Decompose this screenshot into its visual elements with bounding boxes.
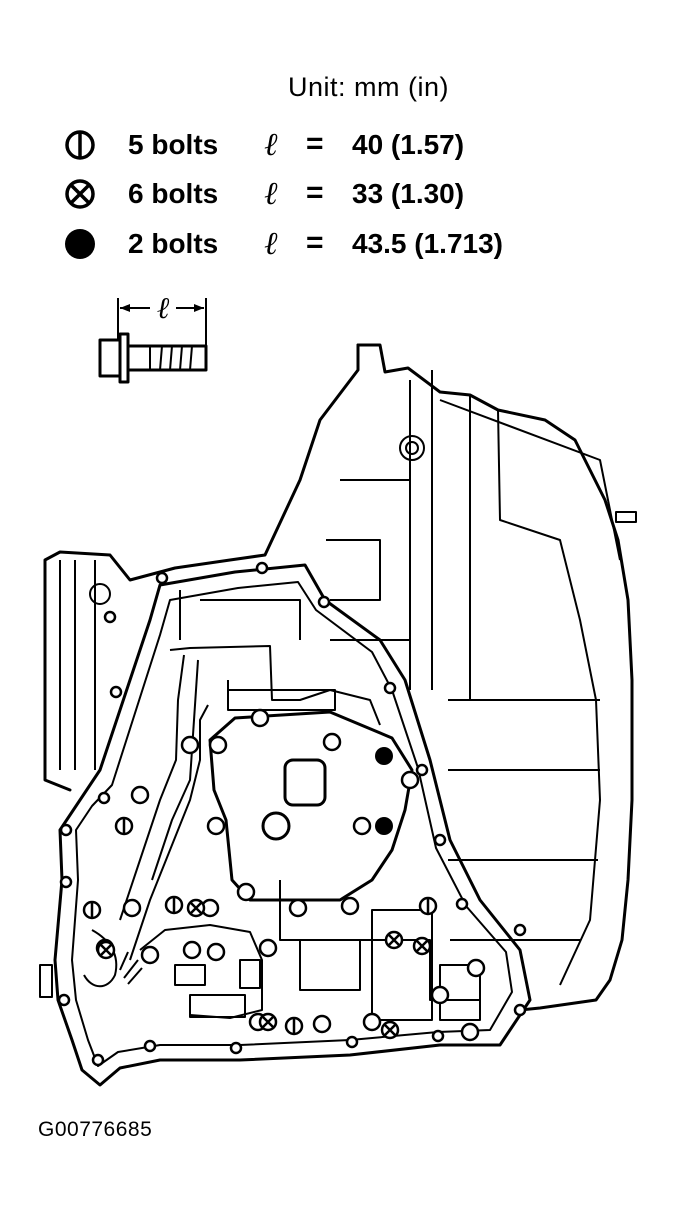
legend-count: 6 bolts	[128, 178, 219, 209]
legend-count: 2 bolts	[128, 228, 219, 259]
unit-label: Unit: mm (in)	[288, 72, 449, 102]
bolt-length-label: ℓ	[157, 291, 170, 326]
flange-bolts	[57, 561, 527, 1067]
bolt-33mm-markers	[96, 898, 432, 1040]
legend-row-2-bolts: 2 bolts ℓ = 43.5 (1.713)	[0, 224, 676, 264]
legend-value: 40 (1.57)	[352, 129, 465, 160]
circle-x-icon	[65, 179, 95, 209]
legend-equals: =	[306, 127, 324, 160]
filled-circle-icon	[65, 229, 95, 259]
legend-value: 43.5 (1.713)	[352, 228, 503, 259]
legend-equals: =	[306, 226, 324, 259]
figure-code: G00776685	[38, 1118, 153, 1141]
legend-equals: =	[306, 176, 324, 209]
legend-row-5-bolts: 5 bolts ℓ = 40 (1.57)	[0, 125, 676, 165]
oil-pan-flange	[53, 563, 532, 1087]
legend-length-symbol: ℓ	[264, 174, 278, 212]
bolt-length-illustration: ℓ	[98, 291, 208, 384]
valve-body-bolts	[95, 708, 486, 1042]
legend-length-symbol: ℓ	[264, 125, 278, 163]
legend-row-6-bolts: 6 bolts ℓ = 33 (1.30)	[0, 174, 676, 214]
legend-count: 5 bolts	[128, 129, 219, 160]
legend-value: 33 (1.30)	[352, 178, 465, 209]
bolt-40mm-markers	[82, 816, 438, 1036]
valve-body	[39, 590, 481, 1021]
circle-vertical-line-icon	[65, 130, 95, 160]
transmission-case	[43, 343, 637, 1012]
bolt-43-5mm-markers	[375, 747, 393, 835]
legend-length-symbol: ℓ	[264, 224, 278, 262]
